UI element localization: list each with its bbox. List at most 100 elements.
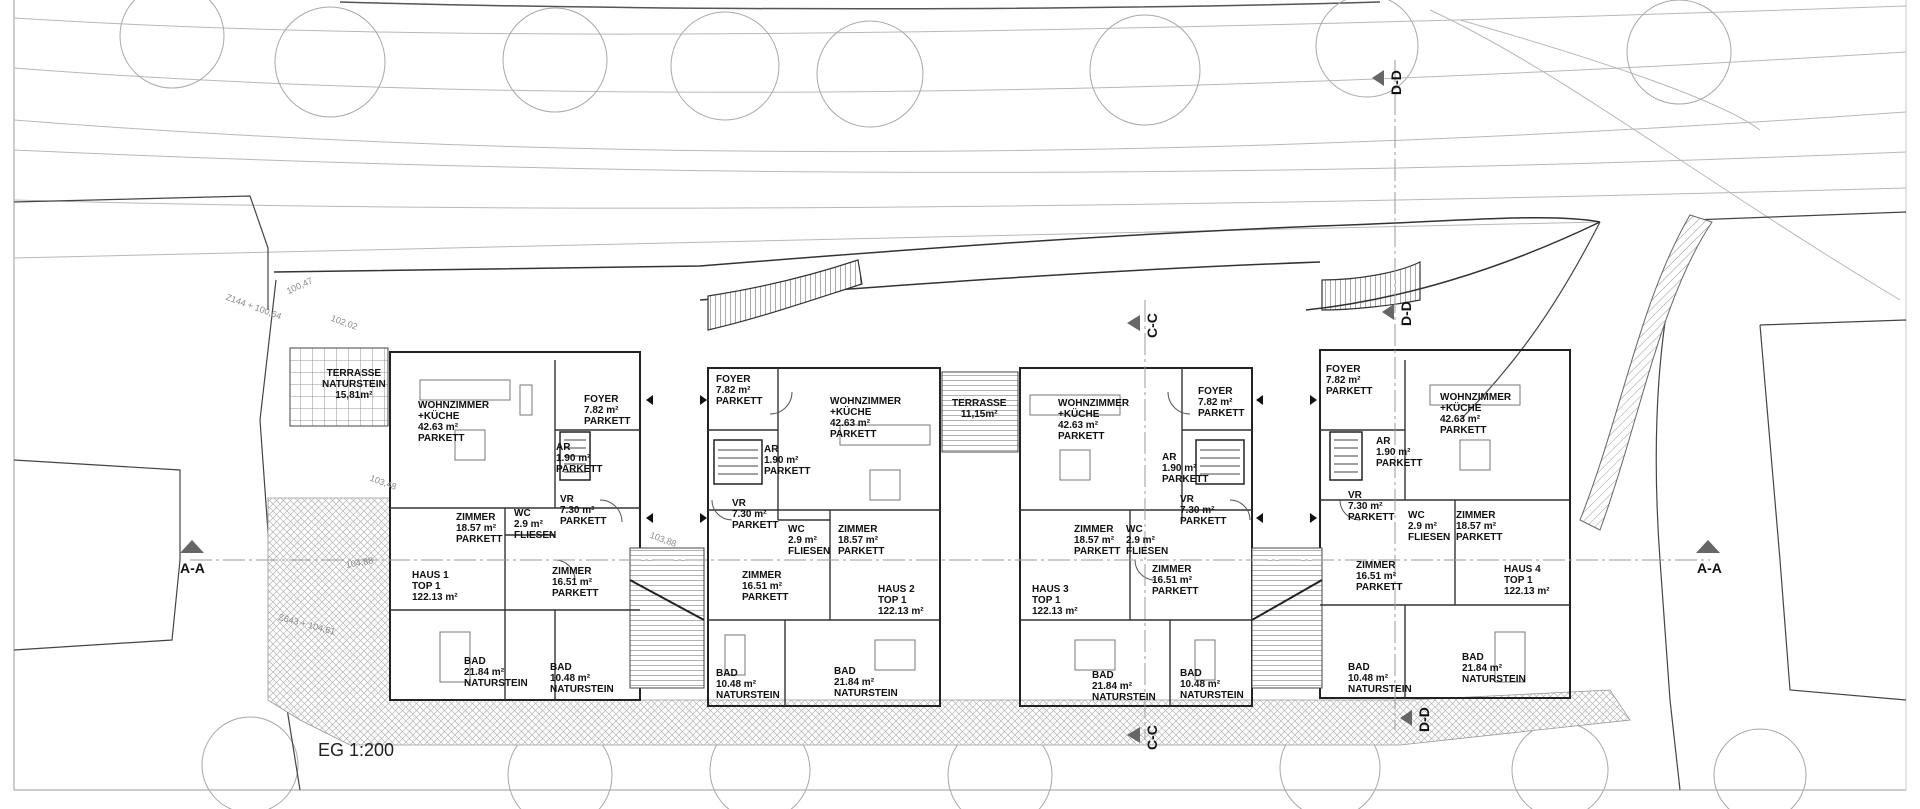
section-label-aa-right: A-A (1697, 560, 1722, 576)
stair-core-treads (564, 439, 1358, 475)
room-label-line: 7.82 m² (1198, 397, 1233, 408)
room-label-line: PARKETT (560, 516, 607, 527)
room-label-line: HAUS 3 (1032, 584, 1069, 595)
room-label-line: BAD (550, 662, 572, 673)
room-label-line: 2.9 m² (1126, 535, 1155, 546)
room-label-line: 1.90 m² (1162, 463, 1197, 474)
ramp-edge (1305, 221, 1601, 311)
room-label-line: PARKETT (584, 416, 631, 427)
room-label-line: PARKETT (1326, 386, 1373, 397)
room-label-line: FLIESEN (788, 546, 831, 557)
room-label-line: TOP 1 (1504, 575, 1533, 586)
room-label-line: NATURSTEIN (464, 678, 528, 689)
room-label-line: ZIMMER (1152, 564, 1192, 575)
room-label-line: FOYER (1326, 364, 1361, 375)
room-label-line: AR (1376, 436, 1391, 447)
room-label-line: 18.57 m² (1456, 521, 1497, 532)
room-label-line: NATURSTEIN (834, 688, 898, 699)
room-label-line: 7.30 m² (1180, 505, 1215, 516)
room-label-line: PARKETT (1180, 516, 1227, 527)
room-label-line: TOP 1 (412, 581, 441, 592)
room-label-line: 2.9 m² (1408, 521, 1437, 532)
room-label-line: FOYER (1198, 386, 1233, 397)
room-label-line: 11,15m² (960, 409, 998, 420)
room-label-line: 18.57 m² (456, 523, 497, 534)
mid-terrace-stairs (941, 371, 1019, 453)
room-label-line: 10.48 m² (550, 673, 591, 684)
room-label-line: FLIESEN (514, 530, 557, 541)
room-label-line: 42.63 m² (1058, 420, 1099, 431)
room-label-line: PARKETT (1348, 512, 1395, 523)
section-label-cc-bottom: C-C (1144, 725, 1160, 750)
room-label-line: ZIMMER (1356, 560, 1396, 571)
room-label-line: FOYER (584, 394, 619, 405)
room-label-line: PARKETT (1376, 458, 1423, 469)
room-label-line: 7.30 m² (1348, 501, 1383, 512)
room-label-line: BAD (1180, 668, 1202, 679)
section-label-dd-mid: D-D (1398, 301, 1414, 326)
room-label-line: FOYER (716, 374, 751, 385)
section-label-dd-bottom: D-D (1416, 707, 1432, 732)
furniture (419, 379, 1526, 683)
room-label-line: 7.30 m² (732, 509, 767, 520)
room-label-line: WC (1408, 510, 1425, 521)
room-label-line: 10.48 m² (1348, 673, 1389, 684)
room-label-line: FLIESEN (1408, 532, 1451, 543)
room-label-line: NATURSTEIN (550, 684, 614, 695)
room-label-line: BAD (834, 666, 856, 677)
room-label-line: PARKETT (552, 588, 599, 599)
room-label-line: BAD (464, 656, 486, 667)
room-label-line: VR (1180, 494, 1194, 505)
room-label-line: PARKETT (1456, 532, 1503, 543)
room-label-line: 122.13 m² (878, 606, 924, 617)
room-label-line: AR (764, 444, 779, 455)
room-label-line: 7.30 m² (560, 505, 595, 516)
section-lines (190, 60, 1710, 740)
room-label-line: ZIMMER (838, 524, 878, 535)
room-label-line: WC (788, 524, 805, 535)
room-label-line: 16.51 m² (1152, 575, 1193, 586)
room-label-line: PARKETT (764, 466, 811, 477)
room-label-line: NATURSTEIN (1092, 692, 1156, 703)
room-label-line: PARKETT (556, 464, 603, 475)
room-label-line: PARKETT (1162, 474, 1209, 485)
section-label-aa-left: A-A (180, 560, 205, 576)
room-label-line: BAD (1092, 670, 1114, 681)
room-label-line: 18.57 m² (1074, 535, 1115, 546)
room-label-line: VR (1348, 490, 1362, 501)
room-label-line: WC (1126, 524, 1143, 535)
room-label-line: NATURSTEIN (716, 690, 780, 701)
room-label-line: 122.13 m² (1032, 606, 1078, 617)
room-label-line: TERRASSE (326, 368, 382, 379)
room-label-line: PARKETT (716, 396, 763, 407)
terrace-paving (289, 347, 389, 427)
section-label-cc-top: C-C (1144, 313, 1160, 338)
room-label-line: 2.9 m² (514, 519, 543, 530)
room-label-line: 7.82 m² (716, 385, 751, 396)
